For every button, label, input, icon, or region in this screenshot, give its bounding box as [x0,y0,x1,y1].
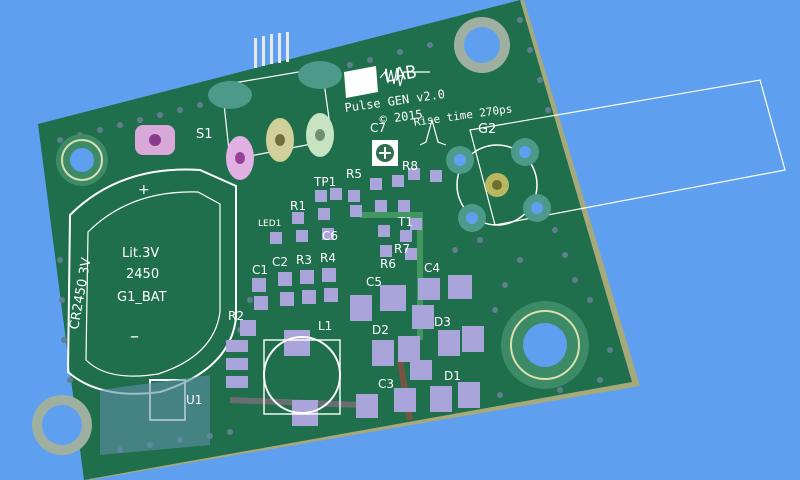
label-r6: R6 [380,257,396,271]
label-s1: S1 [196,127,213,142]
label-tp1: TP1 [313,175,336,189]
rflab-logo [344,66,430,98]
label-r8: R8 [402,159,418,173]
logo-rf: RF [348,75,370,96]
copyright-text: © 2015 [379,107,424,127]
mounting-hole-bottom-right [501,301,589,389]
label-u1: U1 [186,393,202,407]
battery-plus: + [138,182,150,198]
battery-minus: – [130,326,139,347]
inductor-l1 [263,336,341,415]
battery-line-1: Lit.3V [122,246,159,261]
label-r5: R5 [346,167,362,181]
label-r3: R3 [296,253,312,267]
smd-pads [226,168,484,426]
battery-holder [66,125,237,455]
label-c4: C4 [424,261,440,275]
label-r4: R4 [320,251,336,265]
label-c3: C3 [378,377,394,391]
battery-line-2: 2450 [126,267,159,282]
mounting-hole-top-right [454,17,510,73]
mounting-hole-top-left [56,134,108,186]
label-d1: D1 [444,369,461,383]
label-r1: R1 [290,199,306,213]
mounting-hole-bottom-left [32,395,92,455]
battery-line-3: G1_BAT [117,290,167,305]
logo-lab: LAB [383,62,418,87]
sma-connector-g2 [446,79,786,232]
refdes-labels: S1 G2 C7 R8 R5 TP1 R1 LED1 C6 T1 R7 R6 C… [186,121,496,407]
label-t1: T1 [397,215,413,229]
label-d2: D2 [372,323,389,337]
trimmer-c7 [372,140,398,166]
label-c6: C6 [322,229,338,243]
pulse-symbol [419,117,447,146]
label-r2: R2 [228,309,244,323]
label-d3: D3 [434,315,451,329]
label-c2: C2 [272,255,288,269]
label-l1: L1 [318,319,332,333]
board-surface [38,0,632,480]
label-r7: R7 [394,242,410,256]
label-led1: LED1 [258,219,281,229]
label-c5: C5 [366,275,382,289]
label-c7: C7 [370,121,386,135]
label-g2: G2 [478,122,496,137]
label-c1: C1 [252,263,268,277]
switch-s1 [208,32,342,180]
